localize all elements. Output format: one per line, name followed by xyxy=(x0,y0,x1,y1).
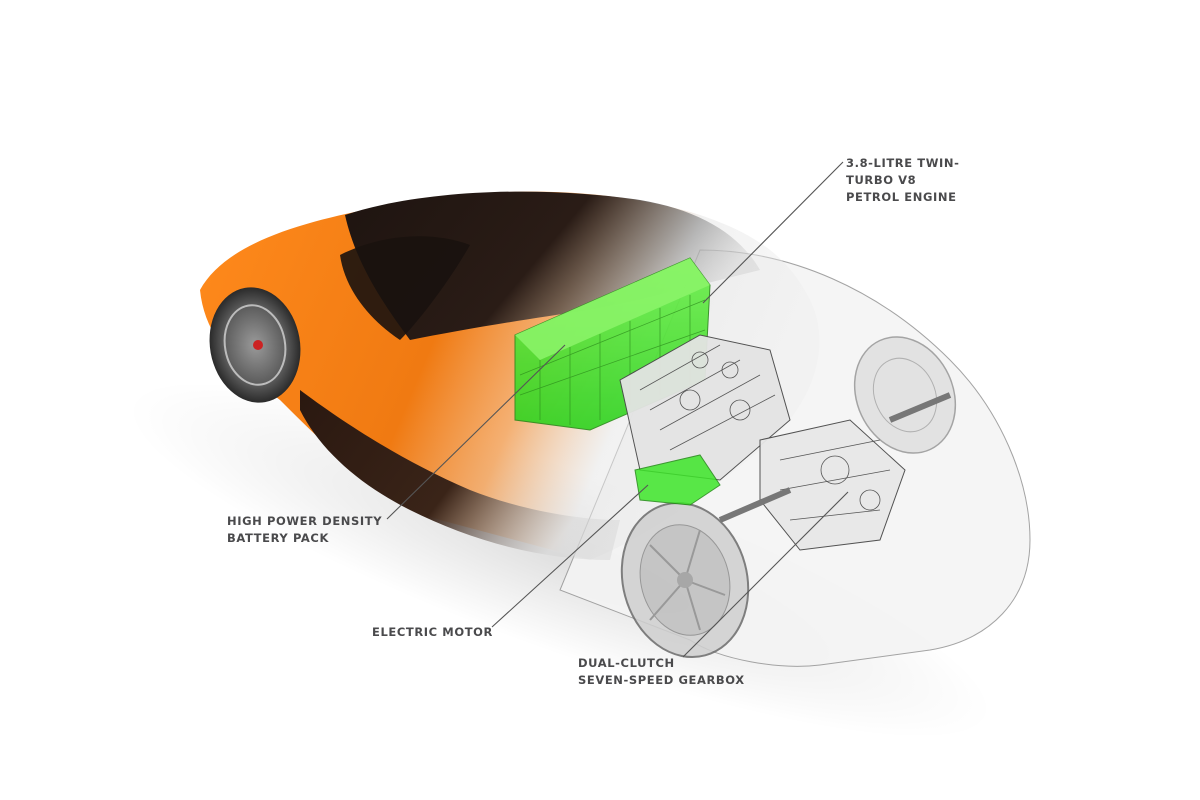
label-battery: HIGH POWER DENSITY BATTERY PACK xyxy=(227,513,382,547)
label-engine: 3.8-LITRE TWIN- TURBO V8 PETROL ENGINE xyxy=(846,155,960,206)
gearbox xyxy=(718,392,952,551)
label-battery-line-1: HIGH POWER DENSITY xyxy=(227,514,383,528)
leader-lines xyxy=(386,161,849,658)
carbon-side xyxy=(300,390,620,560)
front-wheel xyxy=(209,287,301,403)
label-engine-line-3: PETROL ENGINE xyxy=(846,190,957,204)
label-engine-line-2: TURBO V8 xyxy=(846,173,917,187)
label-gearbox-line-2: SEVEN-SPEED GEARBOX xyxy=(578,673,745,687)
label-gearbox: DUAL-CLUTCH SEVEN-SPEED GEARBOX xyxy=(578,655,745,689)
label-motor-line-1: ELECTRIC MOTOR xyxy=(372,625,493,639)
label-battery-line-2: BATTERY PACK xyxy=(227,531,329,545)
label-gearbox-line-1: DUAL-CLUTCH xyxy=(578,656,675,670)
label-engine-line-1: 3.8-LITRE TWIN- xyxy=(846,156,960,170)
engine xyxy=(619,334,791,481)
leader-engine xyxy=(702,161,844,304)
leader-battery xyxy=(386,344,566,520)
rear-wheel xyxy=(853,336,957,454)
leader-gearbox xyxy=(682,491,849,658)
side-window xyxy=(340,236,470,340)
label-motor: ELECTRIC MOTOR xyxy=(372,624,493,641)
leader-motor xyxy=(491,484,649,628)
front-right-wheel xyxy=(620,501,750,659)
electric-motor xyxy=(634,454,721,506)
canopy xyxy=(345,191,760,340)
